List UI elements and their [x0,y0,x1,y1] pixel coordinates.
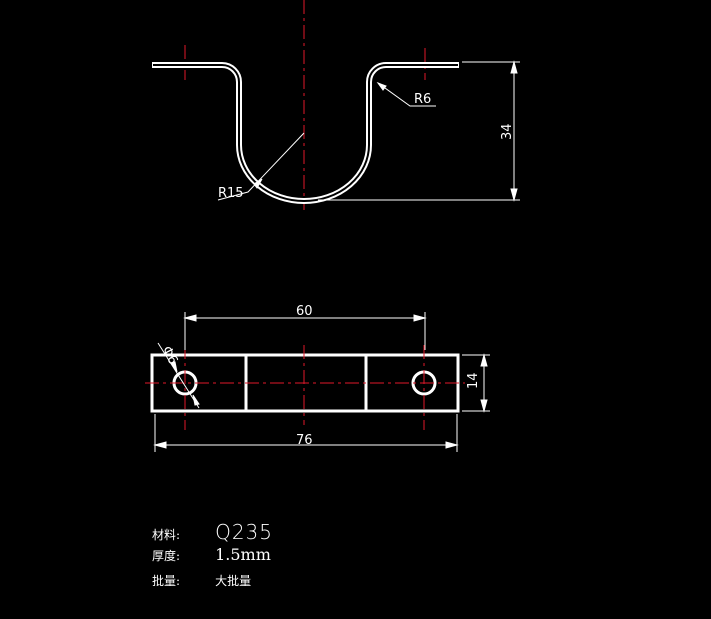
top-view-dimensions [153,312,490,452]
r6-arrow [376,81,387,91]
side-view-centerlines [184,0,426,210]
dim34-label: 34 [500,123,515,140]
thickness-value: 1.5mm [215,545,271,564]
spec-material-row: 材料: Q235 [152,520,273,544]
r15-arrow [253,178,263,189]
dim34-arrow-top [510,60,518,74]
dim14-label: 14 [466,372,481,389]
phi6-label: Φ6 [158,344,180,367]
material-value: Q235 [215,520,274,544]
r15-label: R15 [218,186,244,201]
material-label: 材料: [152,528,181,542]
top-view-centerlines [145,345,465,430]
dim76-label: 76 [296,433,313,448]
dim14-arrow-top [480,353,488,367]
r15-leader [217,132,305,201]
r6-leader [377,82,436,107]
dim14-arrow-bottom [480,399,488,413]
strap-profile-inner [153,64,458,202]
batch-label: 批量: [152,574,181,588]
dim76-arrow-right [445,441,459,449]
phi6-arrow-bottom [192,394,200,406]
thickness-label: 厚度: [152,549,181,563]
dim76-arrow-left [153,441,167,449]
side-view-profile [152,62,459,204]
dim60-arrow-left [183,314,197,322]
dim60-label: 60 [296,304,313,319]
batch-value: 大批量 [215,574,252,588]
phi6-leader [157,342,200,409]
dim60-arrow-right [413,314,427,322]
spec-batch-row: 批量: 大批量 [152,570,251,589]
spec-thickness-row: 厚度: 1.5mm [152,545,271,564]
strap-profile-outer [152,62,459,204]
dim34-arrow-bottom [510,188,518,202]
r6-label: R6 [414,92,431,107]
side-view-dimensions [217,60,520,202]
phi6-arrow-top [170,361,178,373]
